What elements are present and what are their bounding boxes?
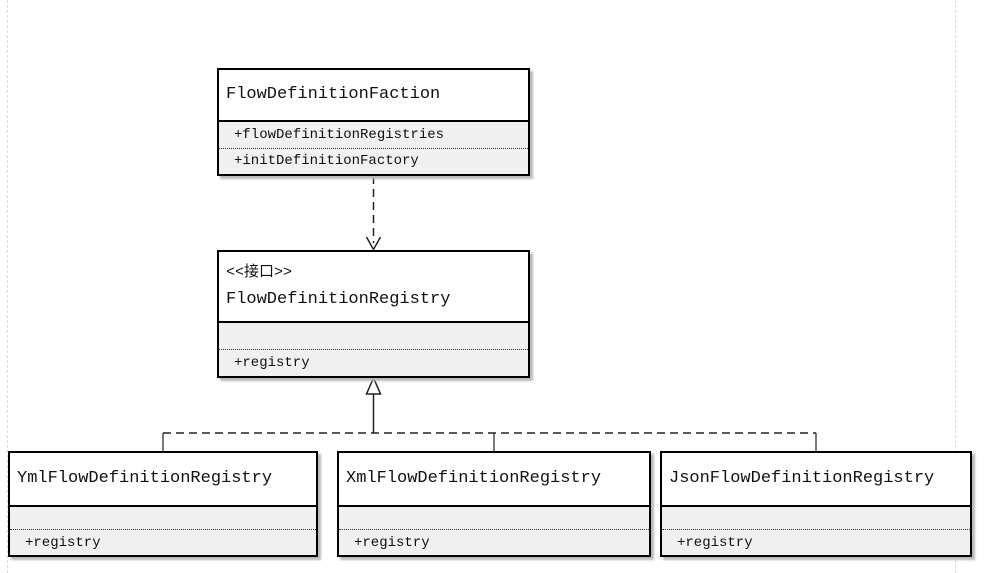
class-member-empty [10, 507, 316, 529]
class-stereotype: <<接口>> [226, 263, 293, 281]
uml-class-flow-definition-faction[interactable]: FlowDefinitionFaction +flowDefinitionReg… [217, 68, 530, 176]
page-boundary-guide-right [955, 0, 956, 573]
class-members-compartment: +registry [219, 321, 528, 376]
class-members-compartment: +registry [10, 505, 316, 555]
dependency-connector[interactable] [365, 176, 382, 252]
page-boundary-guide-left [7, 0, 8, 573]
class-member: +registry [662, 529, 970, 555]
class-member: +flowDefinitionRegistries [234, 126, 445, 143]
class-member: +registry [339, 529, 649, 555]
realization-hollow-triangle-icon [365, 376, 382, 395]
realization-connector[interactable] [162, 376, 817, 451]
uml-class-yml-flow-definition-registry[interactable]: YmlFlowDefinitionRegistry +registry [8, 451, 318, 557]
class-name: XmlFlowDefinitionRegistry [346, 469, 602, 488]
class-name: JsonFlowDefinitionRegistry [669, 469, 935, 488]
class-title-compartment: <<接口>> FlowDefinitionRegistry [219, 252, 528, 321]
class-title-compartment: FlowDefinitionFaction [219, 70, 528, 120]
uml-class-json-flow-definition-registry[interactable]: JsonFlowDefinitionRegistry +registry [660, 451, 972, 557]
class-member-empty [219, 323, 528, 349]
uml-class-xml-flow-definition-registry[interactable]: XmlFlowDefinitionRegistry +registry [337, 451, 651, 557]
class-title-compartment: JsonFlowDefinitionRegistry [662, 453, 970, 505]
class-member-empty [339, 507, 649, 529]
class-member: +registry [10, 529, 316, 555]
class-members-compartment: +registry [339, 505, 649, 555]
uml-interface-flow-definition-registry[interactable]: <<接口>> FlowDefinitionRegistry +registry [217, 250, 530, 378]
class-name: YmlFlowDefinitionRegistry [17, 469, 273, 488]
class-name: FlowDefinitionRegistry [226, 289, 451, 309]
class-name: FlowDefinitionFaction [226, 85, 441, 104]
class-member: +registry [219, 349, 528, 376]
class-member: +initDefinitionFactory [219, 147, 528, 175]
class-title-compartment: YmlFlowDefinitionRegistry [10, 453, 316, 505]
class-members-compartment: +flowDefinitionRegistries +initDefinitio… [219, 120, 528, 174]
class-member-empty [662, 507, 970, 529]
class-title-compartment: XmlFlowDefinitionRegistry [339, 453, 649, 505]
dependency-open-arrowhead-icon [365, 236, 382, 252]
class-members-compartment: +registry [662, 505, 970, 555]
